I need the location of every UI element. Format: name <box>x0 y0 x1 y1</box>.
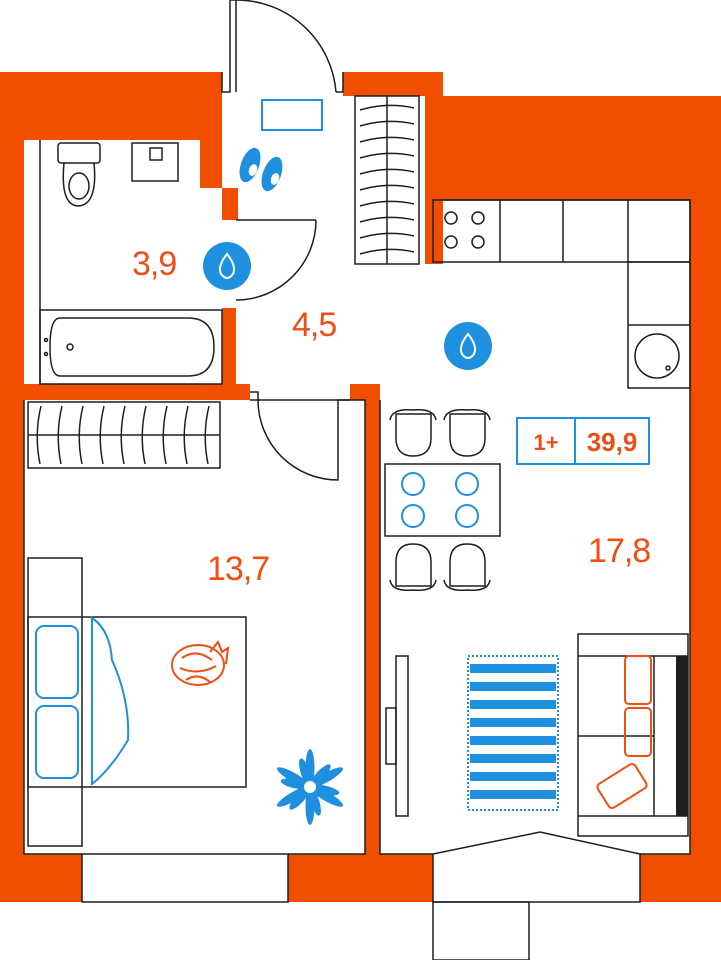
water-drop-icon <box>444 322 492 370</box>
apartment-type: 1+ <box>533 430 558 455</box>
windows <box>81 831 641 960</box>
rug-stripe <box>470 700 556 709</box>
plant-leaf <box>276 786 311 807</box>
bed <box>27 557 247 847</box>
plant-leaf <box>276 767 311 788</box>
doormat <box>261 99 323 131</box>
walls <box>0 72 721 902</box>
wall-center <box>365 384 380 854</box>
area-badge: 1+ 39,9 <box>516 417 650 465</box>
room-area-bathroom: 3,9 <box>132 245 176 283</box>
hanger <box>359 200 415 207</box>
hanger <box>359 136 415 143</box>
total-area: 39,9 <box>587 427 638 457</box>
entrance-door[interactable] <box>221 0 344 131</box>
hanger <box>99 405 105 465</box>
wall-bottom-right <box>640 854 721 902</box>
hanger <box>120 405 126 465</box>
rug-stripe <box>470 772 556 781</box>
hanger <box>359 232 415 239</box>
slippers-icon <box>239 147 283 192</box>
toilet-icon <box>57 142 101 207</box>
rug-stripe <box>470 736 556 745</box>
hanger <box>359 168 415 175</box>
hanger <box>36 405 42 465</box>
plant-icon <box>276 749 344 825</box>
balcony <box>432 901 530 960</box>
hanger <box>162 405 168 465</box>
rug-stripe <box>470 790 556 799</box>
rug-stripe <box>470 682 556 691</box>
tv-stand <box>385 655 409 817</box>
striped-rug <box>467 655 559 811</box>
cat-icon <box>171 640 230 686</box>
bathtub-icon <box>39 309 223 385</box>
bathroom-door[interactable] <box>235 219 317 301</box>
window-kitchen <box>432 831 641 903</box>
plant-leaf <box>299 758 312 788</box>
hanger <box>359 184 415 191</box>
sofa <box>577 633 689 837</box>
hanger <box>359 120 415 127</box>
sink-icon <box>131 142 179 182</box>
hall-wardrobe <box>354 95 420 265</box>
wall-top-right <box>425 96 721 200</box>
wall-bottom-left <box>0 854 82 902</box>
wall-top-left <box>0 72 222 140</box>
stove-icon <box>444 211 485 249</box>
wall-bath-lower <box>222 308 236 388</box>
rug-stripe <box>470 664 556 673</box>
interior-outline <box>23 140 691 855</box>
room-area-hallway: 4,5 <box>292 306 336 344</box>
hanger <box>183 405 189 465</box>
water-drop-icon <box>203 242 251 290</box>
wall-bath-upper <box>200 72 222 220</box>
room-area-bedroom: 13,7 <box>207 550 269 588</box>
rug-stripe <box>470 718 556 727</box>
plant-leaf <box>305 787 315 825</box>
hanger <box>359 104 415 111</box>
dining-table <box>384 463 501 537</box>
rug-stripe <box>470 754 556 763</box>
wall-bath-bedroom <box>0 384 250 400</box>
hanger <box>359 152 415 159</box>
chairs <box>389 408 491 592</box>
plant-center <box>304 781 316 793</box>
hanger <box>359 216 415 223</box>
room-area-kitchen-living: 17,8 <box>588 532 650 570</box>
hanger <box>78 405 84 465</box>
bedroom-wardrobe <box>27 401 221 469</box>
hanger <box>57 405 63 465</box>
wall-bottom-center <box>288 854 433 902</box>
kitchen-sink-icon <box>634 333 680 379</box>
plant-leaf <box>309 786 344 807</box>
hanger <box>141 405 147 465</box>
wall-left <box>0 72 24 902</box>
plant-leaf <box>309 767 344 788</box>
kitchen-counter <box>432 199 691 389</box>
window-bedroom <box>81 853 289 903</box>
hanger <box>359 248 415 255</box>
wall-right <box>690 96 721 902</box>
hanger <box>204 405 210 465</box>
bedroom-door[interactable] <box>250 391 350 481</box>
